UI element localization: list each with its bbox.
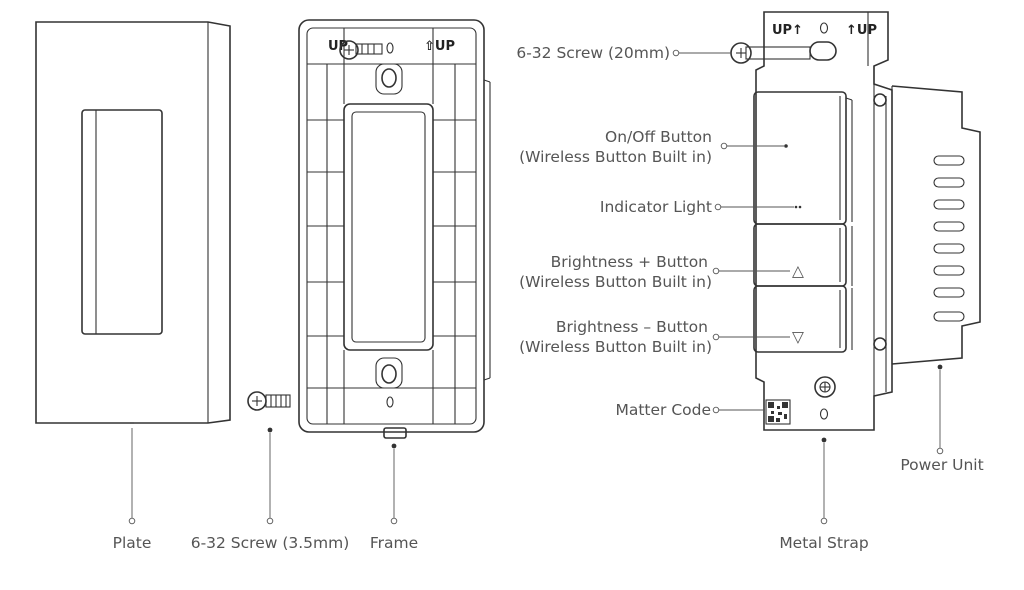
label-plate: Plate bbox=[113, 534, 152, 552]
onoff-button bbox=[753, 91, 853, 225]
label-bminus-2: (Wireless Button Built in) bbox=[519, 338, 712, 356]
metal-strap: UP↑ ↑UP bbox=[755, 11, 893, 431]
switch-up-right: ↑UP bbox=[846, 23, 877, 38]
label-bminus-1: Brightness – Button bbox=[556, 318, 708, 336]
label-bplus-1: Brightness + Button bbox=[551, 253, 708, 271]
plate bbox=[35, 21, 231, 424]
minus-symbol: ▽ bbox=[792, 328, 804, 346]
label-power-unit: Power Unit bbox=[900, 456, 983, 474]
plus-symbol: △ bbox=[792, 262, 804, 280]
label-frame: Frame bbox=[370, 534, 418, 552]
label-metal-strap: Metal Strap bbox=[779, 534, 868, 552]
matter-code-qr bbox=[765, 399, 791, 425]
label-indicator: Indicator Light bbox=[600, 198, 712, 216]
label-long-screw: 6-32 Screw (20mm) bbox=[516, 44, 670, 62]
frame-up-right: ⇧UP bbox=[424, 39, 455, 54]
callout-labels: Plate 6-32 Screw (3.5mm) Frame 6-32 Scre… bbox=[113, 44, 984, 552]
frame: UP ⇧UP bbox=[298, 19, 491, 439]
label-matter-code: Matter Code bbox=[615, 401, 711, 419]
label-short-screw: 6-32 Screw (3.5mm) bbox=[191, 534, 350, 552]
switch-assembly: UP↑ ↑UP △ ▽ bbox=[730, 11, 981, 431]
frame-screw bbox=[339, 40, 383, 60]
label-onoff-2: (Wireless Button Built in) bbox=[519, 148, 712, 166]
frame-grid bbox=[307, 28, 476, 424]
label-bplus-2: (Wireless Button Built in) bbox=[519, 273, 712, 291]
long-screw bbox=[730, 42, 811, 64]
short-screw bbox=[247, 391, 291, 411]
label-onoff-1: On/Off Button bbox=[605, 128, 712, 146]
power-unit bbox=[891, 85, 981, 365]
brightness-plus-button: △ bbox=[753, 223, 853, 287]
leader-lines bbox=[128, 49, 944, 525]
switch-up-left: UP↑ bbox=[772, 23, 803, 38]
brightness-minus-button: ▽ bbox=[753, 285, 853, 353]
